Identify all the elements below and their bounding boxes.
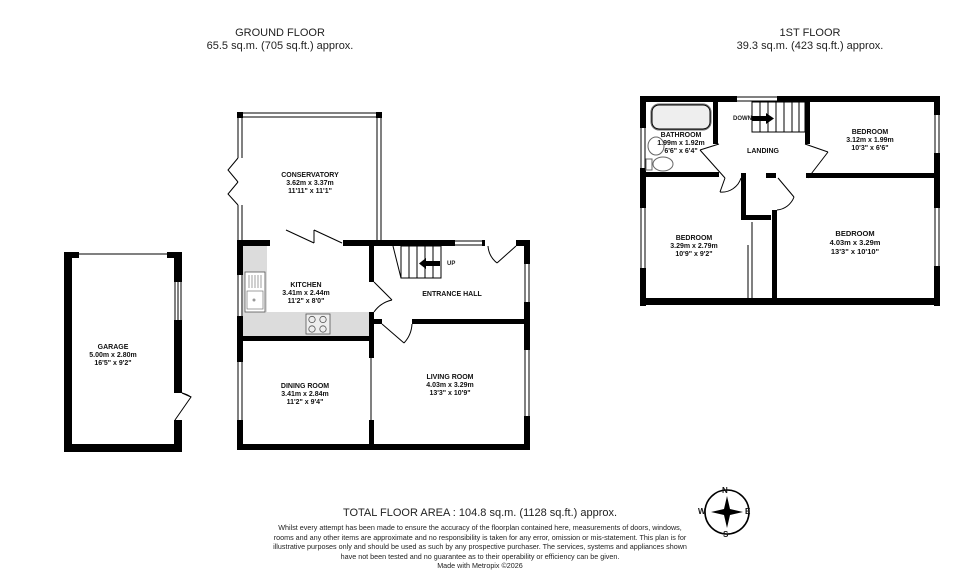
room-kitchen: KITCHEN 3.41m x 2.44m 11'2" x 8'0" bbox=[282, 282, 329, 306]
disclaimer-text: Whilst every attempt has been made to en… bbox=[273, 523, 687, 561]
compass-east: E bbox=[745, 507, 751, 516]
room-imperial: 13'3" x 10'9" bbox=[429, 390, 471, 397]
room-dining-room: DINING ROOM 3.41m x 2.84m 11'2" x 9'4" bbox=[281, 383, 329, 407]
compass-rose bbox=[704, 489, 750, 535]
room-name: LANDING bbox=[747, 148, 779, 155]
room-bedroom-small: BEDROOM 3.12m x 1.99m 10'3" x 6'6" bbox=[846, 129, 893, 153]
room-name: BEDROOM bbox=[675, 235, 713, 242]
first-floor-title: 1ST FLOOR 39.3 sq.m. (423 sq.ft.) approx… bbox=[680, 27, 940, 53]
room-bathroom: BATHROOM 1.99m x 1.92m 6'6" x 6'4" bbox=[657, 132, 704, 156]
first-floor-walls bbox=[640, 96, 940, 306]
room-conservatory: CONSERVATORY 3.62m x 3.37m 11'11" x 11'1… bbox=[281, 172, 339, 196]
room-metric: 4.03m x 3.29m bbox=[829, 238, 881, 247]
compass-north: N bbox=[722, 486, 728, 495]
room-metric: 1.99m x 1.92m bbox=[657, 140, 705, 147]
room-name: LIVING ROOM bbox=[426, 374, 474, 381]
room-imperial: 11'2" x 9'4" bbox=[286, 399, 324, 406]
ground-floor-title: GROUND FLOOR 65.5 sq.m. (705 sq.ft.) app… bbox=[150, 27, 410, 53]
room-name: BATHROOM bbox=[660, 132, 702, 139]
credit-text: Made with Metropix ©2026 bbox=[437, 561, 523, 570]
garage-walls bbox=[64, 252, 182, 452]
first-floor-area: 39.3 sq.m. (423 sq.ft.) approx. bbox=[736, 40, 884, 52]
room-imperial: 13'3" x 10'10" bbox=[830, 247, 880, 256]
room-metric: 4.03m x 3.29m bbox=[426, 382, 474, 389]
room-name: CONSERVATORY bbox=[281, 172, 339, 179]
ground-floor-area: 65.5 sq.m. (705 sq.ft.) approx. bbox=[206, 40, 354, 52]
room-metric: 3.12m x 1.99m bbox=[846, 137, 894, 144]
first-floor-name: 1ST FLOOR bbox=[779, 27, 841, 39]
ground-floor-walls bbox=[237, 240, 530, 450]
total-floor-area: TOTAL FLOOR AREA : 104.8 sq.m. (1128 sq.… bbox=[342, 507, 618, 519]
stairs-down-label: DOWN bbox=[733, 116, 752, 122]
room-bedroom-main: BEDROOM 4.03m x 3.29m 13'3" x 10'10" bbox=[830, 229, 881, 256]
stairs-up-label: UP bbox=[447, 261, 456, 267]
room-entrance-hall: ENTRANCE HALL bbox=[422, 291, 482, 299]
ground-floor-name: GROUND FLOOR bbox=[235, 27, 325, 39]
room-metric: 3.29m x 2.79m bbox=[670, 243, 718, 250]
room-metric: 3.41m x 2.44m bbox=[282, 290, 330, 297]
room-imperial: 10'9" x 9'2" bbox=[675, 251, 713, 258]
compass-west: W bbox=[698, 507, 706, 516]
room-landing: LANDING bbox=[747, 148, 779, 156]
room-imperial: 11'2" x 8'0" bbox=[287, 298, 325, 305]
conservatory-walls bbox=[227, 112, 382, 244]
room-name: GARAGE bbox=[97, 344, 129, 351]
room-garage: GARAGE 5.00m x 2.80m 16'5" x 9'2" bbox=[89, 344, 136, 368]
room-name: BEDROOM bbox=[835, 229, 875, 238]
room-imperial: 16'5" x 9'2" bbox=[94, 360, 132, 367]
kitchen-counter bbox=[243, 246, 369, 336]
room-metric: 3.41m x 2.84m bbox=[281, 391, 329, 398]
room-name: ENTRANCE HALL bbox=[422, 291, 482, 298]
room-name: BEDROOM bbox=[851, 129, 889, 136]
room-bedroom-left: BEDROOM 3.29m x 2.79m 10'9" x 9'2" bbox=[670, 235, 717, 259]
room-imperial: 10'3" x 6'6" bbox=[851, 145, 889, 152]
room-name: KITCHEN bbox=[290, 282, 322, 289]
room-imperial: 6'6" x 6'4" bbox=[664, 148, 698, 155]
room-metric: 5.00m x 2.80m bbox=[89, 352, 137, 359]
room-imperial: 11'11" x 11'1" bbox=[288, 188, 332, 195]
room-living-room: LIVING ROOM 4.03m x 3.29m 13'3" x 10'9" bbox=[426, 374, 473, 398]
room-metric: 3.62m x 3.37m bbox=[286, 180, 334, 187]
footer: TOTAL FLOOR AREA : 104.8 sq.m. (1128 sq.… bbox=[270, 507, 690, 571]
disclaimer: Whilst every attempt has been made to en… bbox=[270, 523, 690, 571]
room-name: DINING ROOM bbox=[280, 383, 330, 390]
compass-south: S bbox=[723, 530, 729, 539]
